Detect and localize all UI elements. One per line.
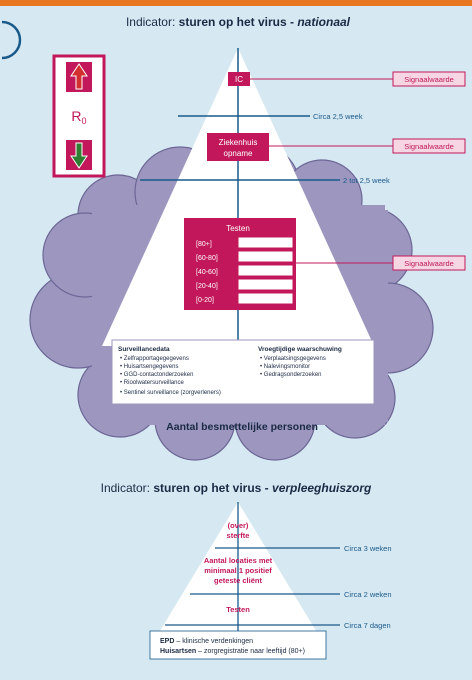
level-locaties-1: Aantal locaties met (204, 556, 273, 565)
level-locaties-2: minimaal 1 positief (204, 566, 272, 575)
diagram2-title: Indicator: sturen op het virus - verplee… (101, 481, 372, 495)
top-accent-bar (0, 0, 472, 6)
surveillance-item-0: • Zelfrapportagegegevens (120, 356, 189, 362)
surveillance-item-1: • Huisartsengegevens (120, 364, 178, 370)
timeline-label-2: 2 tot 2,5 week (343, 176, 390, 185)
edge-circle-icon (1, 20, 22, 60)
ziekenhuis-label-1: Ziekenhuis (219, 138, 258, 147)
signaalwaarde-boxes: Signaalwaarde Signaalwaarde Signaalwaard… (392, 71, 466, 271)
warning-item-0: • Verplaatsingsgegevens (260, 356, 326, 362)
signaalwaarde-1: Signaalwaarde (404, 75, 454, 84)
nursing-base-box (149, 630, 327, 660)
level-testen: Testen (226, 605, 250, 614)
age-group-3: [20-40] (196, 283, 218, 290)
timeline2-label-1: Circa 3 weken (344, 544, 392, 553)
testen-label: Testen (226, 224, 250, 233)
warning-item-1: • Nalevingsmonitor (260, 364, 310, 370)
age-group-2: [40-60] (196, 269, 218, 276)
age-group-1: [60-80] (196, 255, 218, 262)
surveillance-box (111, 339, 375, 405)
ic-label: IC (235, 75, 243, 84)
warning-item-2: • Gedragsonderzoeken (260, 372, 322, 378)
timeline2-label-2: Circa 2 weken (344, 590, 392, 599)
level-sterfte-2: sterfte (227, 531, 250, 540)
surveillance-item-4: • Sentinel surveillance (zorgverleners) (120, 390, 221, 396)
level-sterfte-1: (over) (228, 521, 249, 530)
arrow-up-icon (66, 62, 92, 92)
ic-box (228, 72, 250, 86)
signaalwaarde-3: Signaalwaarde (404, 259, 454, 268)
timeline2-label-3: Circa 7 dagen (344, 621, 391, 630)
age-group-rows: [80+] [60-80] [40-60] [20-40] [0-20] (196, 236, 294, 305)
base-line-2: Huisartsen – zorgregistratie naar leefti… (160, 648, 305, 655)
age-group-4: [0-20] (196, 297, 214, 304)
surveillance-title: Surveillancedata (118, 346, 170, 353)
age-group-0: [80+] (196, 241, 212, 248)
surveillance-item-2: • GGD-contactonderzoeken (120, 372, 193, 378)
signaalwaarde-2: Signaalwaarde (404, 142, 454, 151)
warning-title: Vroegtijdige waarschuwing (258, 346, 342, 353)
cloud-label: Aantal besmettelijke personen (166, 421, 318, 433)
ziekenhuis-label-2: opname (224, 149, 253, 158)
surveillance-item-3: • Rioolwatersurveillance (120, 380, 184, 386)
timeline-label-1: Circa 2,5 week (313, 112, 363, 121)
ro-label: R0 (71, 108, 86, 126)
ziekenhuis-box (207, 133, 269, 161)
base-line-1: EPD – klinische verdenkingen (160, 638, 253, 645)
level-locaties-3: geteste cliënt (214, 576, 262, 585)
arrow-down-icon (66, 140, 92, 170)
diagram1-title: Indicator: sturen op het virus - nationa… (126, 15, 351, 29)
